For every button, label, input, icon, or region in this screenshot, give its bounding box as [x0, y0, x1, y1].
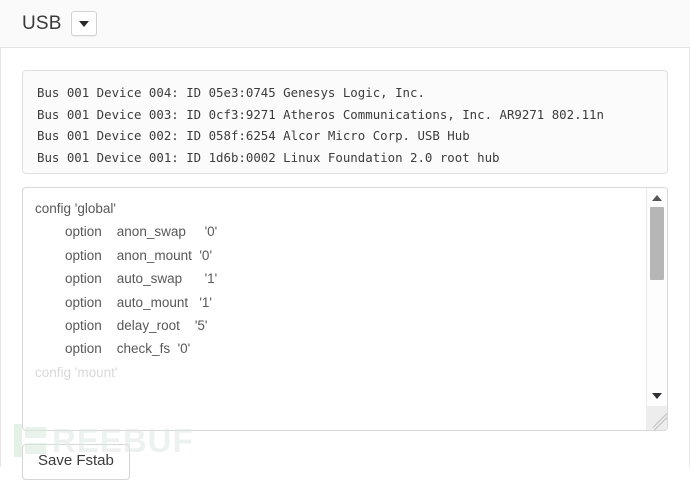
config-line: option anon_mount '0'	[35, 247, 213, 263]
page-title: USB	[22, 13, 62, 34]
header-inner: USB	[22, 11, 97, 36]
triangle-down-icon	[652, 392, 662, 399]
chevron-down-icon	[78, 20, 89, 27]
textarea-scrollbar[interactable]	[646, 188, 667, 430]
config-line: option check_fs '0'	[35, 341, 191, 357]
usb-dropdown-toggle-button[interactable]	[70, 11, 97, 36]
header-bar: USB	[0, 0, 690, 48]
usb-device-line: Bus 001 Device 004: ID 05e3:0745 Genesys…	[37, 85, 425, 100]
scrollbar-thumb[interactable]	[650, 207, 664, 280]
content-body: Bus 001 Device 004: ID 05e3:0745 Genesys…	[0, 48, 690, 480]
fstab-config-textarea[interactable]: config 'global' option anon_swap '0' opt…	[22, 187, 668, 431]
config-line-clipped: config 'mount'	[35, 364, 118, 380]
usb-device-line: Bus 001 Device 001: ID 1d6b:0002 Linux F…	[37, 149, 500, 165]
config-line: option anon_swap '0'	[35, 224, 218, 240]
scrollbar-up-button[interactable]	[647, 189, 667, 206]
config-line: option auto_mount '1'	[35, 294, 213, 310]
page-frame: USB Bus 001 Device 004: ID 05e3:0745 Gen…	[0, 0, 690, 467]
usb-device-list-panel: Bus 001 Device 004: ID 05e3:0745 Genesys…	[22, 70, 668, 174]
fstab-config-text[interactable]: config 'global' option anon_swap '0' opt…	[23, 188, 647, 430]
config-line: option delay_root '5'	[35, 318, 208, 334]
usb-device-line: Bus 001 Device 003: ID 0cf3:9271 Atheros…	[37, 106, 604, 122]
usb-device-line: Bus 001 Device 002: ID 058f:6254 Alcor M…	[37, 128, 470, 143]
triangle-up-icon	[652, 194, 662, 201]
config-line: option auto_swap '1'	[35, 271, 218, 287]
resize-grip-icon[interactable]	[646, 406, 667, 430]
save-fstab-button[interactable]: Save Fstab	[22, 444, 130, 480]
scrollbar-down-button[interactable]	[647, 387, 667, 404]
config-line: config 'global'	[35, 201, 116, 216]
